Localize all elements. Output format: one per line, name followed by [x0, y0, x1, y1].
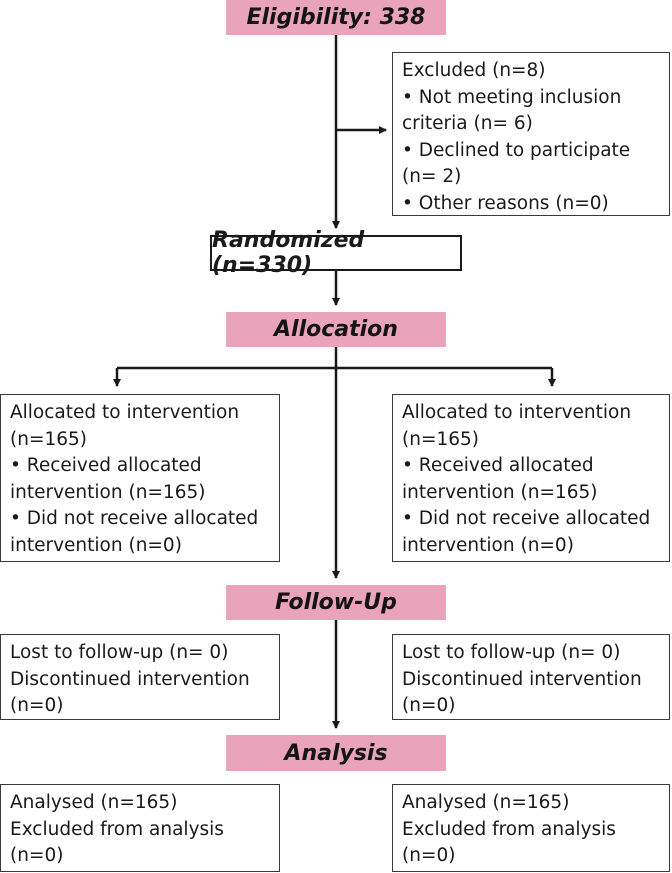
followup-left-box: Lost to follow-up (n= 0) Discontinued in…: [0, 634, 280, 720]
allocation-left-line: • Did not receive allocated: [10, 508, 259, 529]
phase-followup: Follow-Up: [226, 585, 446, 620]
analysis-left-box: Analysed (n=165) Excluded from analysis …: [0, 784, 280, 872]
allocation-left-box: Allocated to intervention (n=165) • Rece…: [0, 394, 280, 562]
phase-analysis: Analysis: [226, 735, 446, 771]
randomized-box: Randomized (n=330): [210, 228, 462, 278]
excluded-line: Excluded (n=8): [402, 60, 546, 81]
excluded-line: criteria (n= 6): [402, 113, 533, 134]
allocation-right-box: Allocated to intervention (n=165) • Rece…: [392, 394, 670, 562]
excluded-line: • Not meeting inclusion: [402, 86, 622, 108]
excluded-line: (n= 2): [402, 166, 462, 187]
allocation-left-line: intervention (n=0): [10, 534, 182, 556]
followup-right-line: (n=0): [402, 695, 456, 716]
allocation-right-line: Allocated to intervention: [402, 402, 632, 423]
followup-left-line: (n=0): [10, 695, 64, 716]
allocation-right-line: • Did not receive allocated: [402, 508, 651, 529]
allocation-right-line: intervention (n=0): [402, 534, 574, 556]
followup-right-line: Lost to follow-up (n= 0): [402, 642, 621, 663]
allocation-left-line: • Received allocated: [10, 455, 202, 476]
allocation-right-line: • Received allocated: [402, 455, 594, 476]
analysis-right-box: Analysed (n=165) Excluded from analysis …: [392, 784, 670, 872]
allocation-right-line: (n=165): [402, 428, 479, 450]
analysis-right-line: Analysed (n=165): [402, 792, 570, 813]
analysis-right-line: (n=0): [402, 845, 456, 866]
analysis-left-line: Analysed (n=165): [10, 792, 178, 813]
excluded-box: Excluded (n=8) • Not meeting inclusion c…: [392, 52, 670, 216]
allocation-left-line: Allocated to intervention: [10, 402, 240, 423]
phase-allocation: Allocation: [226, 312, 446, 347]
followup-left-line: Lost to follow-up (n= 0): [10, 642, 229, 663]
excluded-line: • Other reasons (n=0): [402, 192, 609, 214]
analysis-left-line: (n=0): [10, 845, 64, 866]
analysis-right-line: Excluded from analysis: [402, 818, 616, 840]
followup-right-box: Lost to follow-up (n= 0) Discontinued in…: [392, 634, 670, 720]
followup-left-line: Discontinued intervention: [10, 668, 250, 690]
excluded-line: • Declined to participate: [402, 139, 631, 161]
allocation-left-line: (n=165): [10, 428, 87, 450]
allocation-left-line: intervention (n=165): [10, 481, 206, 503]
analysis-left-line: Excluded from analysis: [10, 818, 224, 840]
allocation-right-line: intervention (n=165): [402, 481, 598, 503]
phase-eligibility: Eligibility: 338: [226, 0, 446, 35]
followup-right-line: Discontinued intervention: [402, 668, 642, 690]
